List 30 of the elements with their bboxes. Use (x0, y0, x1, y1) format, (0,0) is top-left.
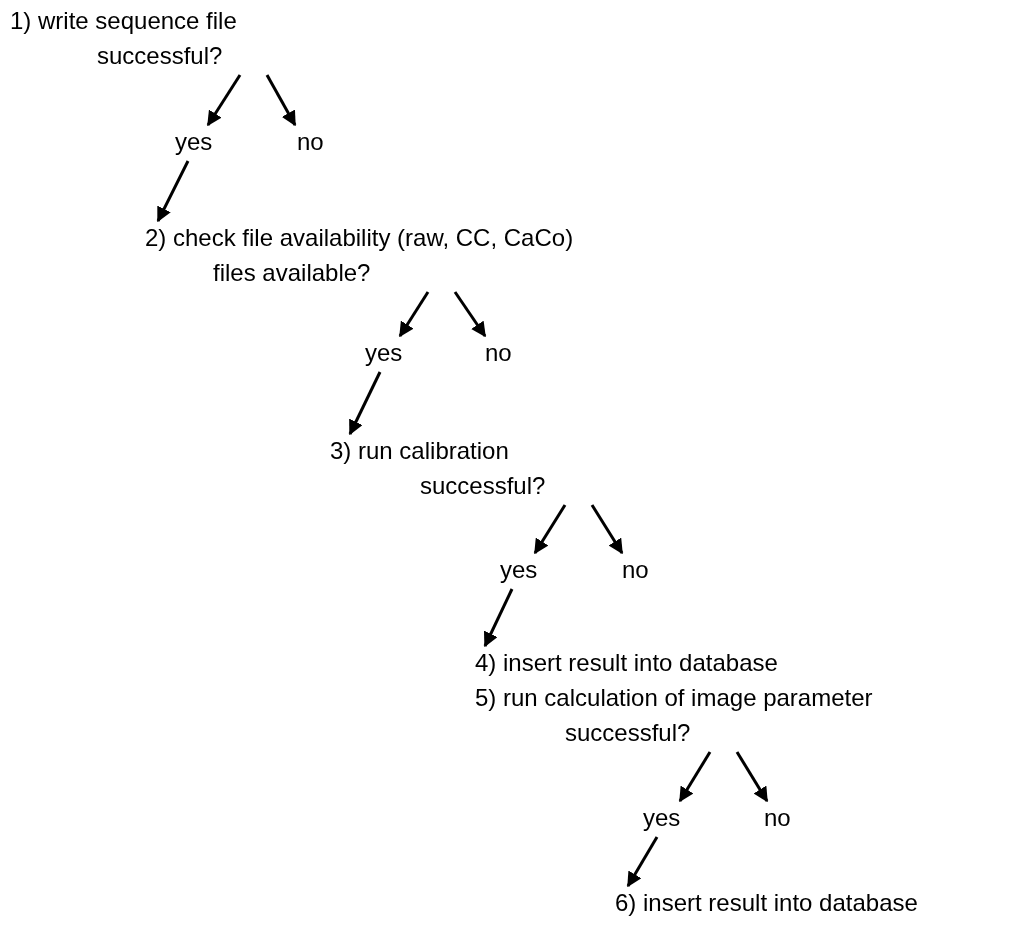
arrow (626, 836, 659, 888)
step-label: 3) run calibration (330, 436, 509, 466)
question-label: files available? (213, 258, 371, 288)
question-label: successful? (565, 718, 691, 748)
answer-label: no (485, 335, 512, 370)
arrow (348, 371, 382, 436)
arrow (453, 291, 487, 338)
answer-label: yes (500, 552, 538, 587)
question-label: successful? (97, 41, 223, 71)
arrow (533, 504, 567, 555)
arrow (590, 504, 624, 555)
answer-label: yes (175, 124, 213, 159)
step-label: 1) write sequence file (10, 6, 237, 36)
arrow (483, 588, 514, 648)
answer-label: yes (365, 335, 403, 370)
answer-label: no (297, 124, 324, 159)
answer-label: yes (643, 800, 681, 835)
step-label: 2) check file availability (raw, CC, CaCo) (145, 223, 574, 253)
question-label: successful? (420, 471, 546, 501)
step-label: 4) insert result into database (475, 648, 778, 678)
step-label: 6) insert result into database (615, 885, 918, 920)
arrow (156, 160, 190, 223)
arrow (678, 751, 712, 803)
answer-label: no (764, 800, 791, 835)
arrow (735, 751, 769, 803)
step-label: 5) run calculation of image parameter (475, 683, 873, 713)
arrow (265, 74, 297, 127)
answer-label: no (622, 552, 649, 587)
arrow (398, 291, 430, 338)
arrow (206, 74, 242, 127)
